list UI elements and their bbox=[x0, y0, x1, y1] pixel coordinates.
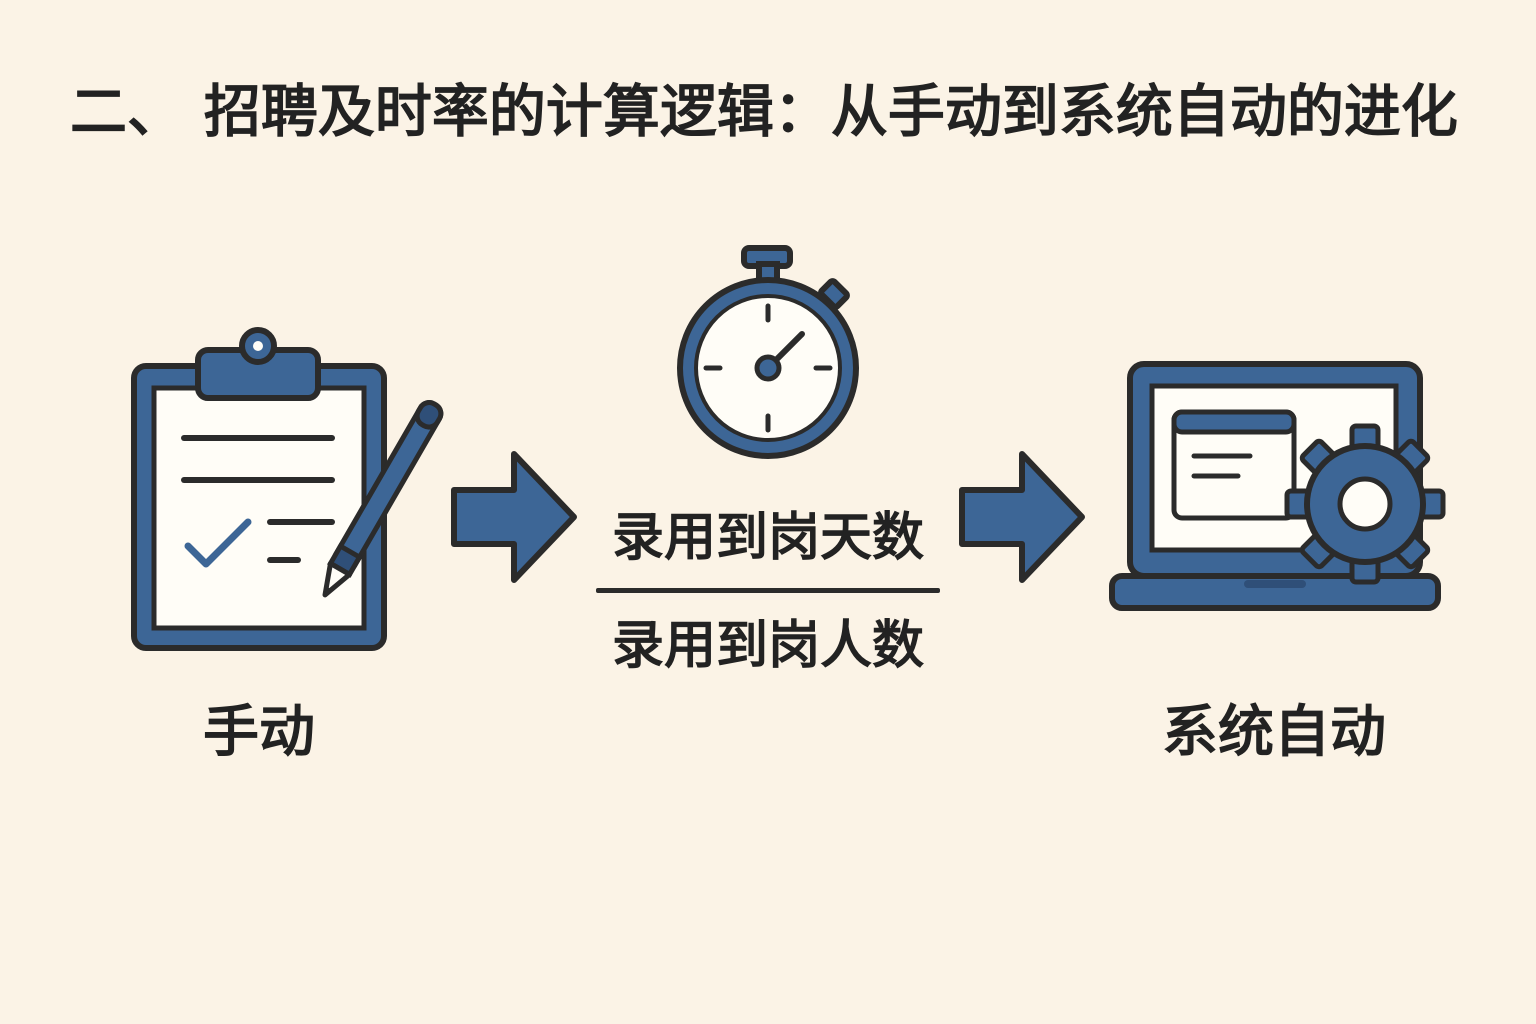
stopwatch-icon bbox=[677, 245, 859, 459]
laptop-gear-icon bbox=[1109, 361, 1446, 611]
arrow-right-icon bbox=[959, 451, 1085, 583]
fraction-line bbox=[596, 588, 940, 593]
formula-numerator: 录用到岗天数 bbox=[611, 508, 924, 568]
page-title: 二、 招聘及时率的计算逻辑：从手动到系统自动的进化 bbox=[70, 79, 1458, 145]
arrow-right-icon bbox=[451, 451, 577, 583]
automatic-label: 系统自动 bbox=[1162, 700, 1386, 765]
clipboard-pen-icon bbox=[131, 327, 444, 651]
formula-denominator: 录用到岗人数 bbox=[611, 616, 924, 676]
manual-label: 手动 bbox=[203, 700, 315, 765]
